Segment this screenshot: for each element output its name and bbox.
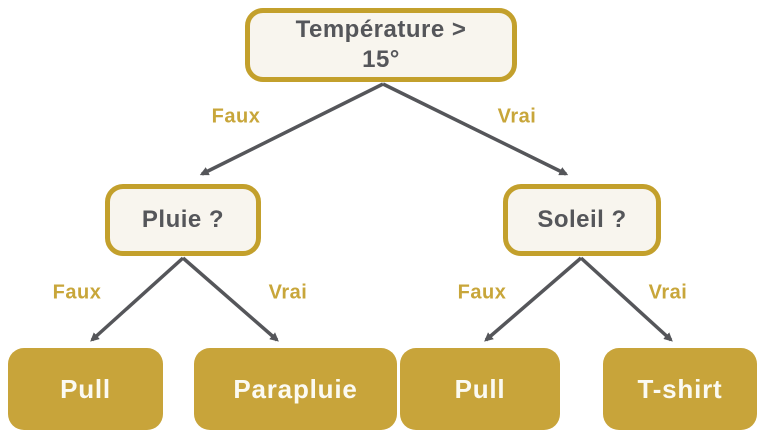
leaf-parapluie-label: Parapluie [233,373,358,404]
edge-label-soleil-vrai: Vrai [648,281,688,304]
arrow-root-to-pluie [199,82,384,176]
node-pluie-label: Pluie ? [141,206,225,233]
edge-label-soleil-faux: Faux [457,281,507,304]
arrow-pluie-to-pull [90,256,185,342]
node-temperature-label: Température > 15° [295,16,467,73]
node-leaf-pull-left: Pull [8,348,163,430]
edge-label-pluie-vrai: Vrai [268,281,308,304]
edge-label-pluie-faux: Faux [52,281,102,304]
node-leaf-tshirt: T-shirt [603,348,757,430]
node-pluie-question: Pluie ? [105,184,261,256]
edge-label-root-faux: Faux [211,105,261,128]
edge-label-root-vrai: Vrai [497,105,537,128]
node-temperature-question: Température > 15° [245,8,517,82]
leaf-pull-right-label: Pull [454,373,506,404]
arrow-root-to-soleil [382,82,569,176]
node-soleil-label: Soleil ? [537,206,627,233]
leaf-tshirt-label: T-shirt [637,373,723,404]
node-leaf-parapluie: Parapluie [194,348,397,430]
leaf-pull-left-label: Pull [60,373,111,404]
node-soleil-question: Soleil ? [503,184,661,256]
node-leaf-pull-right: Pull [400,348,560,430]
arrow-pluie-to-parapluie [181,256,279,342]
